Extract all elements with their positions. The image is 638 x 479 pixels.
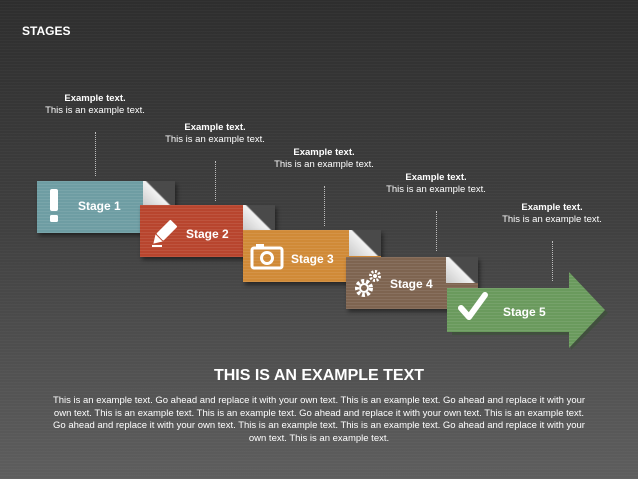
callout-leader bbox=[436, 211, 437, 251]
checkmark-icon bbox=[458, 292, 488, 320]
callout-stage-5: Example text. This is an example text. bbox=[497, 202, 607, 226]
callout-stage-4: Example text. This is an example text. bbox=[381, 172, 491, 196]
camera-icon bbox=[250, 244, 284, 270]
callout-title: Example text. bbox=[521, 202, 583, 213]
callout-leader bbox=[552, 241, 553, 281]
stage-1-label: Stage 1 bbox=[78, 199, 121, 213]
stage-2-label: Stage 2 bbox=[186, 227, 229, 241]
pencil-icon bbox=[152, 219, 178, 247]
callout-leader bbox=[324, 186, 325, 226]
body-paragraph: This is an example text. Go ahead and re… bbox=[52, 395, 586, 444]
callout-stage-2: Example text. This is an example text. bbox=[160, 122, 270, 146]
callout-body: This is an example text. bbox=[274, 159, 374, 170]
stage-5-arrow bbox=[447, 272, 608, 350]
callout-title: Example text. bbox=[184, 122, 246, 133]
page-fold bbox=[349, 230, 381, 256]
callout-stage-3: Example text. This is an example text. bbox=[269, 147, 379, 171]
callout-leader bbox=[95, 132, 96, 176]
callout-stage-1: Example text. This is an example text. bbox=[40, 93, 150, 117]
page-fold bbox=[446, 257, 478, 283]
callout-title: Example text. bbox=[293, 147, 355, 158]
stage-4-label: Stage 4 bbox=[390, 277, 433, 291]
page-fold bbox=[143, 181, 175, 207]
callout-leader bbox=[215, 161, 216, 201]
callout-body: This is an example text. bbox=[502, 214, 602, 225]
main-heading: THIS IS AN EXAMPLE TEXT bbox=[213, 367, 425, 384]
callout-body: This is an example text. bbox=[45, 105, 145, 116]
stage-3-label: Stage 3 bbox=[291, 252, 334, 266]
page-fold bbox=[243, 205, 275, 231]
slide-title: STAGES bbox=[22, 24, 71, 38]
gears-icon bbox=[355, 270, 381, 297]
stage-5-label: Stage 5 bbox=[503, 305, 546, 319]
callout-body: This is an example text. bbox=[386, 184, 486, 195]
callout-title: Example text. bbox=[64, 93, 126, 104]
callout-body: This is an example text. bbox=[165, 134, 265, 145]
callout-title: Example text. bbox=[405, 172, 467, 183]
exclamation-icon bbox=[50, 189, 58, 222]
